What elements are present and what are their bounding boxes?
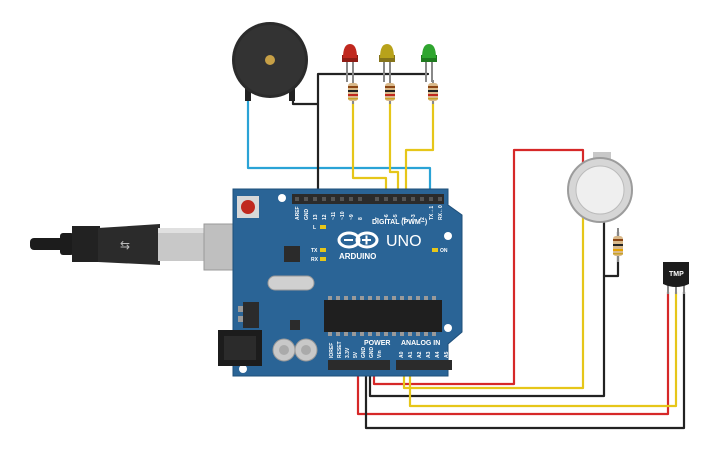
digital-pin-label: 4: [402, 217, 408, 220]
led-green[interactable]: [421, 44, 437, 82]
wire-buzzer-ground[interactable]: [291, 96, 320, 198]
resistor-gas-sensor[interactable]: [613, 228, 623, 262]
power-pin-label: IOREF: [329, 343, 335, 358]
piezo-buzzer[interactable]: [232, 22, 308, 101]
power-pin-label: GND: [369, 347, 375, 359]
arduino-logo: [337, 231, 379, 249]
atmega-chip: [324, 296, 442, 336]
digital-label: DIGITAL (PWM~): [372, 219, 427, 226]
arduino-wordmark: ARDUINO: [339, 252, 376, 261]
wire-led-ground[interactable]: [316, 72, 430, 106]
wire-led-green-signal[interactable]: [404, 98, 435, 198]
power-pin-label: 5V: [353, 351, 359, 358]
capacitors: [272, 338, 318, 362]
resistor-green-led[interactable]: [428, 80, 438, 104]
gas-sensor[interactable]: [567, 152, 633, 223]
power-header[interactable]: [328, 360, 390, 370]
usb-cable[interactable]: ⇆: [30, 223, 267, 271]
l-label: L: [313, 225, 316, 231]
resistor-red-led[interactable]: [348, 80, 358, 104]
power-pin-label: RESET: [337, 341, 343, 358]
buzzer-center: [265, 55, 275, 65]
led-red[interactable]: [342, 44, 358, 82]
wires: [246, 72, 686, 430]
on-label: ON: [440, 248, 448, 254]
uno-label: UNO: [386, 233, 422, 250]
usb-icon: ⇆: [120, 238, 130, 252]
wire-led-red-signal[interactable]: [351, 98, 388, 198]
analog-label: ANALOG IN: [401, 340, 440, 347]
digital-pin-label: 8: [358, 217, 364, 220]
led-yellow[interactable]: [379, 44, 395, 82]
analog-pin-label: A5: [444, 351, 450, 358]
power-label: POWER: [364, 340, 390, 347]
wire-buzzer-signal[interactable]: [246, 96, 432, 198]
digital-pin-label: GND: [304, 209, 310, 221]
wire-tmp-signal[interactable]: [408, 290, 678, 408]
power-pin-label: Vin: [377, 350, 383, 358]
analog-header[interactable]: [396, 360, 452, 370]
digital-pin-label: 13: [313, 214, 319, 220]
analog-pin-label: A3: [426, 351, 432, 358]
resistor-yellow-led[interactable]: [385, 80, 395, 104]
analog-pin-label: A4: [435, 351, 441, 358]
analog-pin-label: A1: [408, 351, 414, 358]
power-pin-label: GND: [361, 347, 367, 359]
digital-pin-label: RX←0: [438, 205, 444, 220]
digital-pin-label: ~3: [411, 214, 417, 220]
wire-tmp-power[interactable]: [356, 290, 670, 416]
digital-pin-label: AREF: [295, 206, 301, 220]
digital-pin-label: ~5: [393, 214, 399, 220]
digital-header[interactable]: [292, 194, 444, 204]
tx-label: TX: [311, 248, 318, 254]
digital-pin-label: ~11: [331, 212, 337, 220]
analog-pin-label: A0: [399, 351, 405, 358]
digital-pin-label: TX→1: [429, 206, 435, 220]
wire-gas-power[interactable]: [372, 148, 585, 386]
digital-pin-label: 2: [420, 217, 426, 220]
digital-pin-label: ~6: [384, 214, 390, 220]
wire-tmp-ground[interactable]: [364, 290, 686, 430]
tmp-label: TMP: [669, 271, 684, 278]
gas-sensor-mesh: [575, 165, 625, 215]
digital-pin-label: 12: [322, 214, 328, 220]
temperature-sensor[interactable]: TMP: [663, 262, 689, 294]
wire-led-yellow-signal[interactable]: [388, 98, 400, 198]
rx-label: RX: [311, 257, 319, 263]
digital-pin-label: ~9: [349, 214, 355, 220]
crystal-oscillator: [267, 275, 315, 291]
digital-pin-label: ~10: [340, 211, 346, 220]
digital-pin-label: 7: [375, 217, 381, 220]
reset-button[interactable]: [237, 196, 259, 218]
power-pin-label: 3.3V: [345, 347, 351, 358]
analog-pin-label: A2: [417, 351, 423, 358]
wire-gas-ground[interactable]: [368, 206, 606, 398]
